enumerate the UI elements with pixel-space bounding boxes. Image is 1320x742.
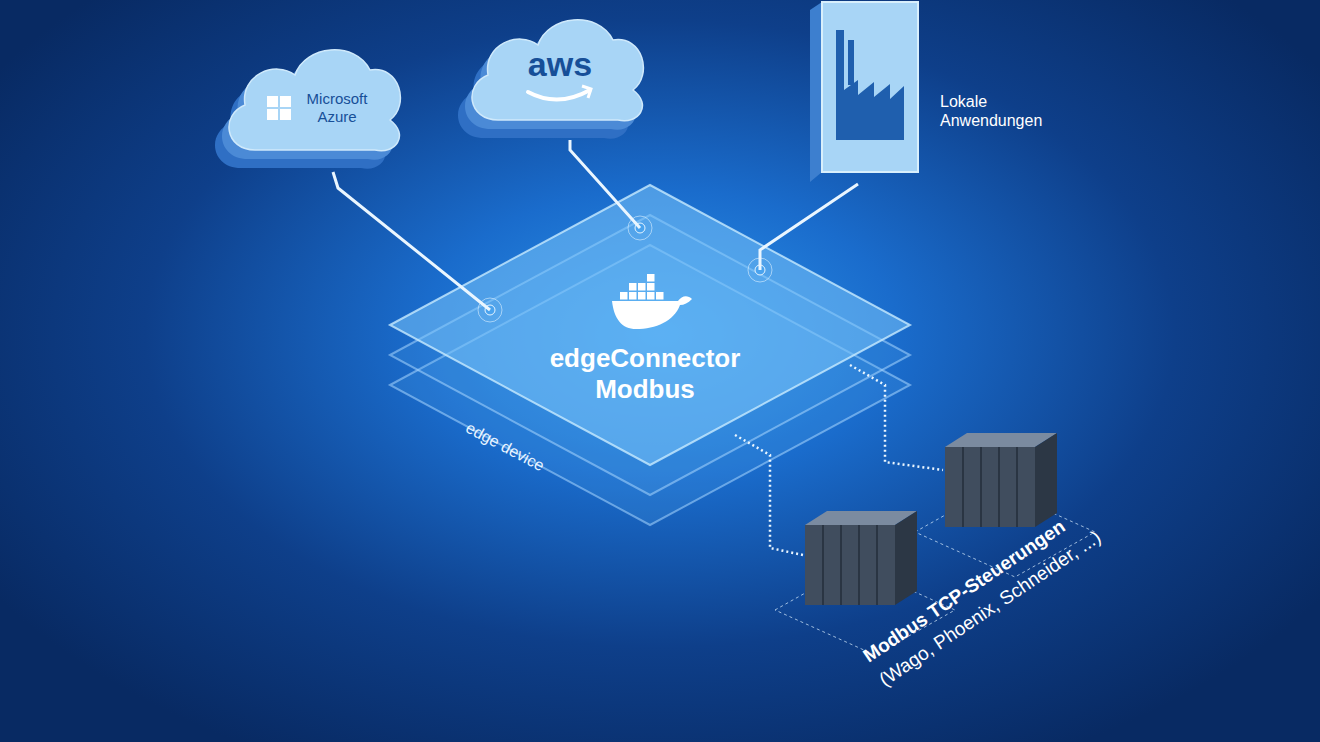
cloud-shape xyxy=(229,50,400,151)
port-dot xyxy=(755,265,765,275)
container xyxy=(656,292,664,300)
logo-pane xyxy=(267,109,278,120)
controller-side xyxy=(895,511,917,605)
aws-smile xyxy=(528,90,590,100)
module-slot xyxy=(962,447,964,527)
controller-front xyxy=(805,525,895,605)
panel-front xyxy=(822,2,918,172)
node-shape xyxy=(380,175,920,475)
chimney xyxy=(848,40,854,85)
node-label: aws xyxy=(520,44,600,85)
port-ring xyxy=(628,216,652,240)
controller-side xyxy=(1035,433,1057,527)
port-dot xyxy=(485,305,495,315)
cloud-shape xyxy=(472,20,643,121)
connector-plate xyxy=(390,185,910,465)
container xyxy=(629,283,637,291)
port-dot xyxy=(635,223,645,233)
application-node: Lokale Anwendungen xyxy=(800,0,1100,190)
container xyxy=(629,292,637,300)
logo-pane xyxy=(267,96,278,107)
container xyxy=(638,283,646,291)
module-slot xyxy=(858,525,860,605)
edge-device: edge deviceedgeConnector Modbus xyxy=(380,175,920,540)
aws-arrow xyxy=(582,86,591,98)
module-slot xyxy=(980,447,982,527)
factory-icon xyxy=(836,30,904,140)
connector-node: edgeConnector Modbus xyxy=(380,175,920,475)
module-slot xyxy=(1016,447,1018,527)
whale xyxy=(612,296,692,329)
controller-group: Modbus TCP-Steuerungen(Wago, Phoenix, Sc… xyxy=(760,415,1290,742)
container xyxy=(647,274,655,282)
port-ring xyxy=(748,258,772,282)
controller-front xyxy=(945,447,1035,527)
container xyxy=(620,292,628,300)
cloud-node: Microsoft Azure xyxy=(215,30,410,180)
docker-logo xyxy=(612,274,692,329)
windows-logo xyxy=(267,96,291,120)
module-slot xyxy=(876,525,878,605)
logo-pane xyxy=(280,96,291,107)
module-slot xyxy=(998,447,1000,527)
panel-side xyxy=(810,2,822,182)
port-ring xyxy=(478,298,502,322)
container xyxy=(647,292,655,300)
node-label: Lokale Anwendungen xyxy=(940,92,1090,130)
logo-pane xyxy=(280,109,291,120)
module-slot xyxy=(840,525,842,605)
module-slot xyxy=(822,525,824,605)
cloud-node: aws xyxy=(458,0,658,145)
node-label: Microsoft Azure xyxy=(297,90,377,126)
container xyxy=(638,292,646,300)
container xyxy=(647,283,655,291)
node-label: edgeConnector Modbus xyxy=(540,343,750,405)
